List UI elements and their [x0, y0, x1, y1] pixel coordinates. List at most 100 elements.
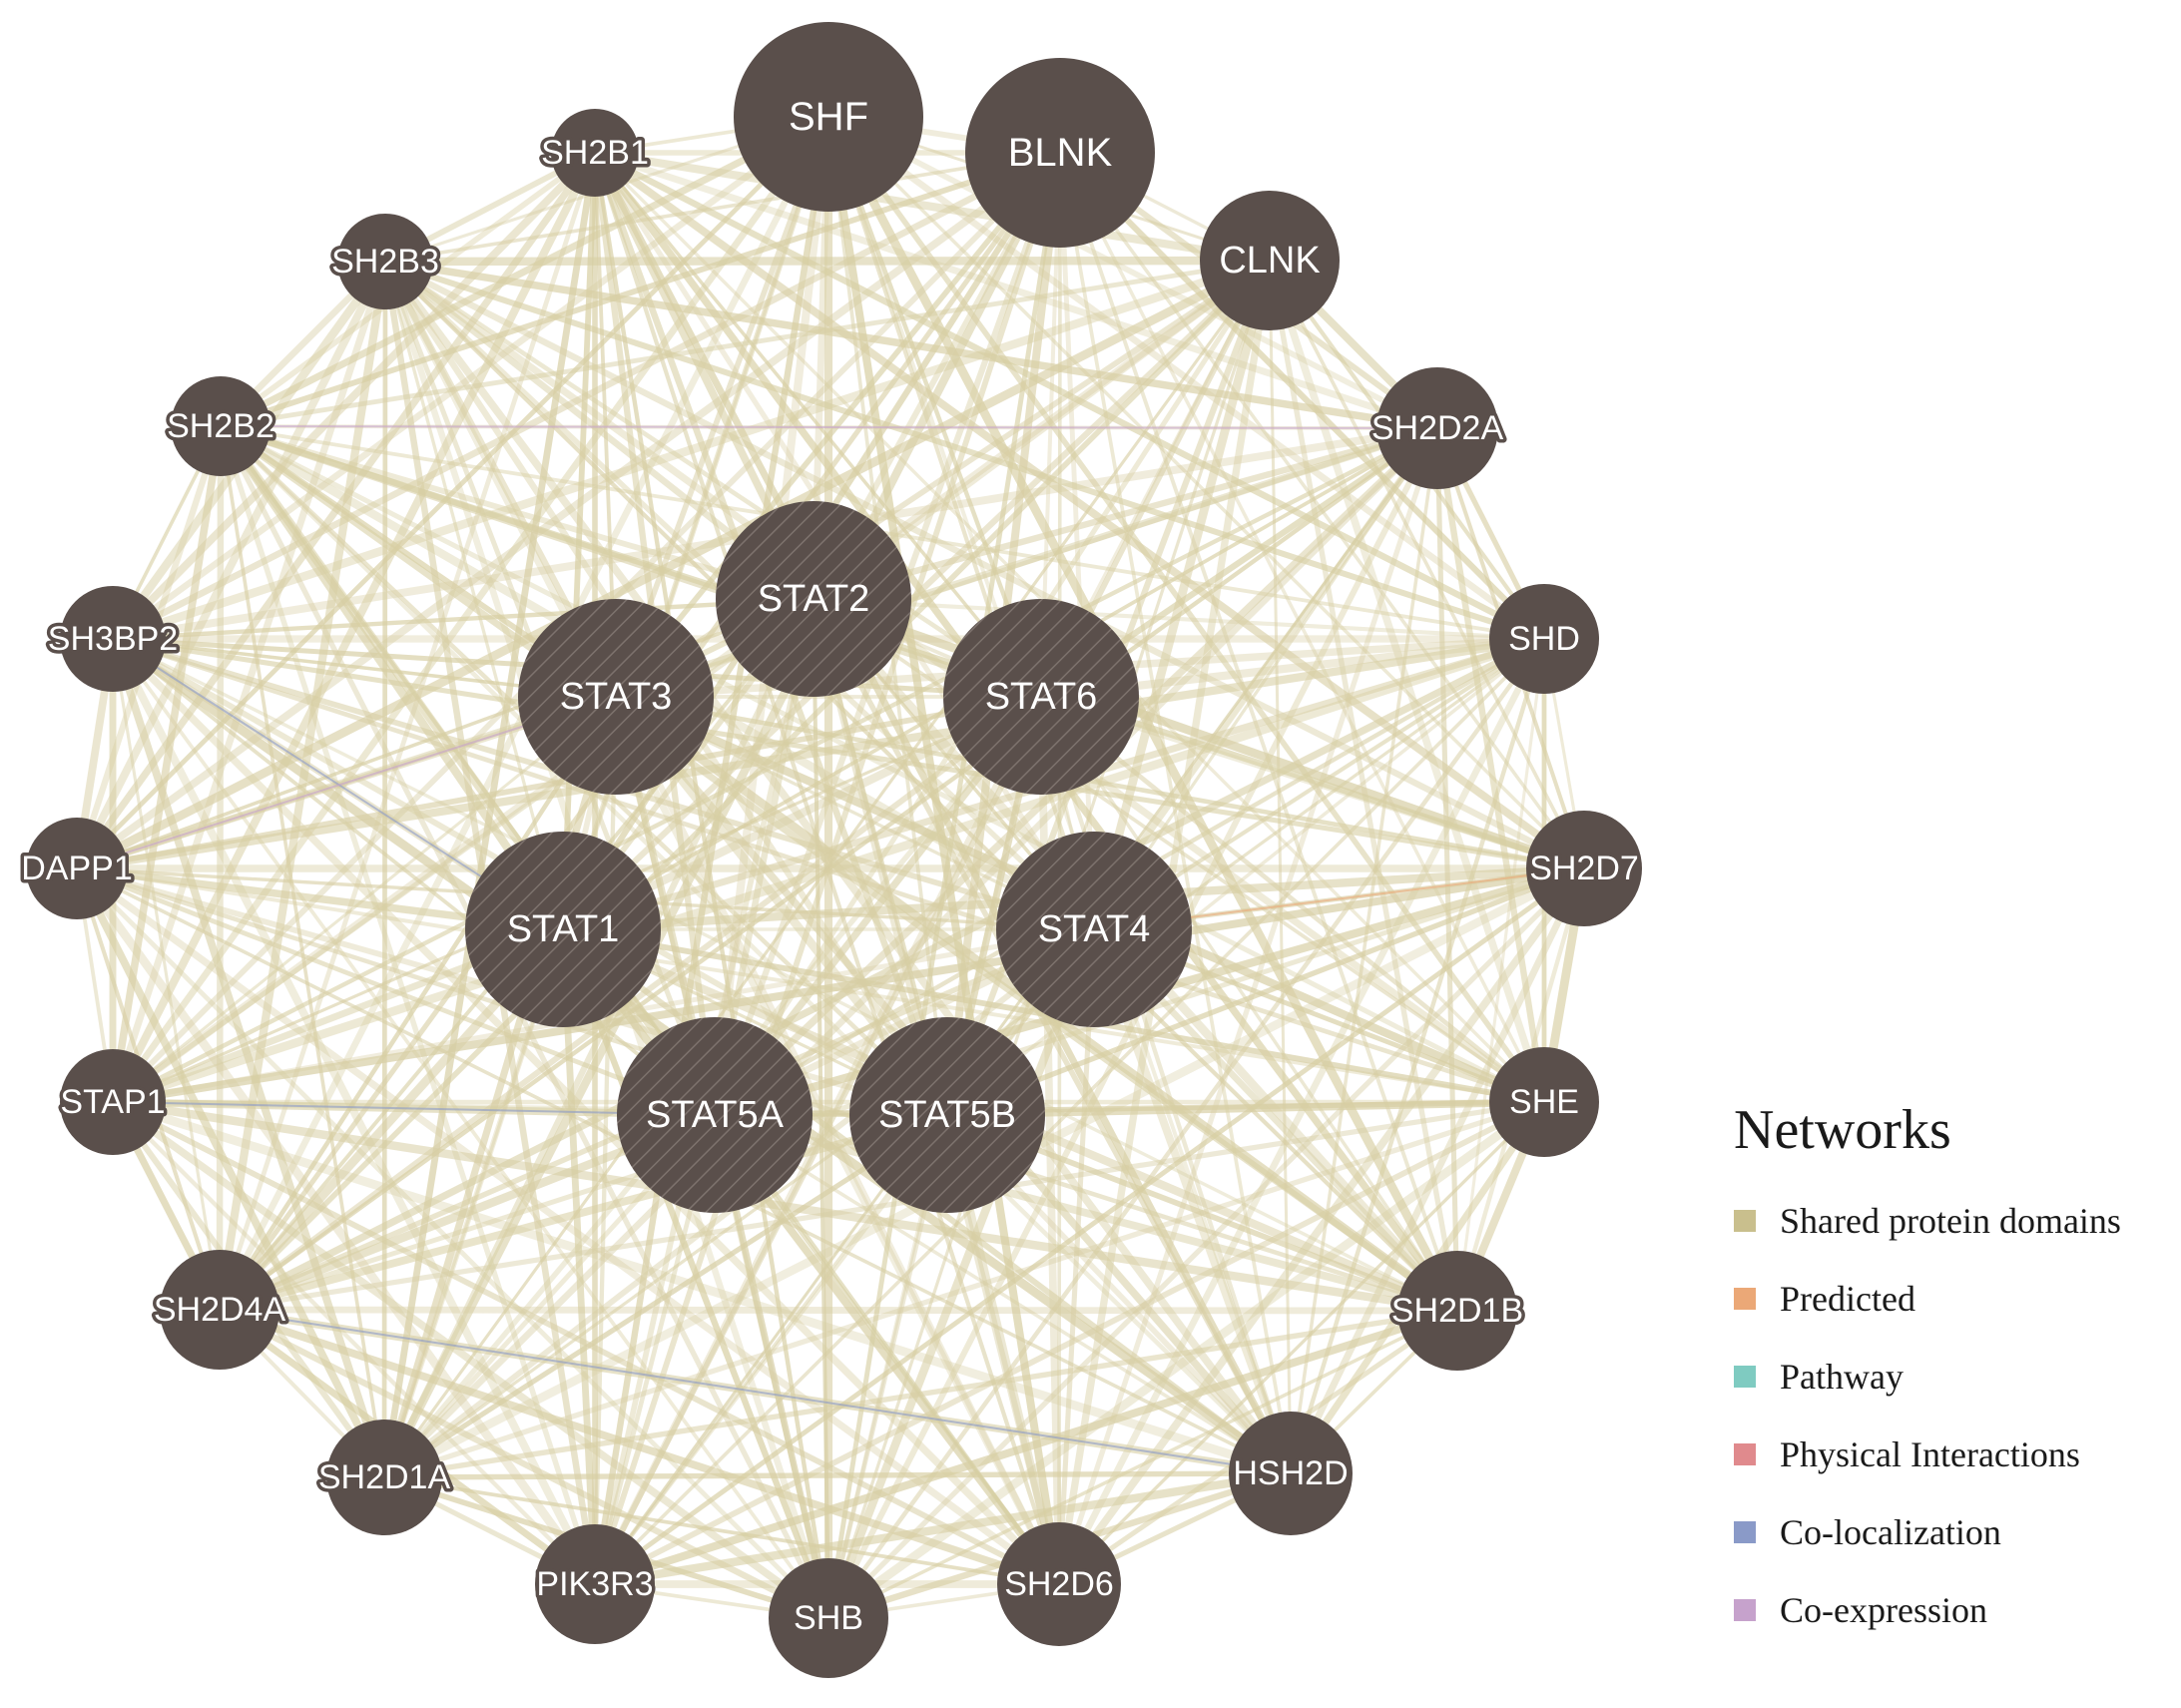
edge-stat1-sh2b3	[383, 261, 565, 930]
node-circle-sh2d1b	[1397, 1251, 1517, 1371]
edge-pik3r3-stap1	[111, 1100, 597, 1586]
edge-sh2d4a-sh2b1	[217, 152, 598, 1311]
legend-swatch-shared-protein-domains	[1734, 1210, 1756, 1232]
edge-shb-sh3bp2	[111, 637, 830, 1620]
node-circle-clnk	[1200, 191, 1340, 330]
edge-shd-sh2d1b	[1455, 638, 1546, 1312]
node-sh2d1a[interactable]: SH2D1A	[314, 1420, 454, 1535]
edge-shd-hsh2d	[1288, 638, 1547, 1474]
edge-sh2d2a-she	[1433, 427, 1548, 1103]
node-stat1[interactable]: STAT1	[465, 832, 661, 1027]
edge-sh2d6-sh2b1	[593, 152, 1061, 1585]
legend-item-co-expression: Co-expression	[1732, 1571, 2171, 1649]
edge-stap1-sh2b3	[109, 260, 389, 1104]
edge-stat3-sh2d1a	[380, 695, 620, 1479]
edge-sh2d1a-dapp1	[73, 866, 388, 1479]
node-label-sh2b3: SH2B3	[331, 243, 439, 281]
node-stat5a[interactable]: STAT5A	[617, 1017, 813, 1213]
edge-sh2d7-pik3r3	[593, 866, 1586, 1586]
node-pik3r3[interactable]: PIK3R3	[533, 1524, 657, 1644]
node-circle-sh2b1	[551, 109, 639, 197]
node-clnk[interactable]: CLNK	[1200, 191, 1340, 330]
legend-item-co-localization: Co-localization	[1732, 1493, 2171, 1571]
node-shd[interactable]: SHD	[1489, 584, 1599, 694]
legend-item-shared-protein-domains: Shared protein domains	[1732, 1182, 2171, 1260]
legend-label-pathway: Pathway	[1780, 1357, 1904, 1397]
node-label-sh2d4a: SH2D4A	[154, 1291, 286, 1329]
node-label-sh3bp2: SH3BP2	[48, 620, 178, 658]
edge-she-dapp1	[76, 866, 1545, 1104]
node-sh2b2[interactable]: SH2B2	[164, 376, 277, 476]
edge-clnk-sh2d7	[1268, 260, 1586, 869]
edge-shf-sh3bp2	[111, 114, 830, 642]
node-label-stat4: STAT4	[1038, 908, 1151, 950]
edge-stat6-sh2b1	[593, 151, 1043, 699]
node-sh2d6[interactable]: SH2D6	[997, 1522, 1121, 1646]
node-stat6[interactable]: STAT6	[943, 599, 1139, 795]
node-sh2d2a[interactable]: SH2D2A	[1367, 367, 1507, 489]
edge-clnk-sh2d4a	[218, 259, 1272, 1312]
node-stap1[interactable]: STAP1	[57, 1049, 169, 1155]
edge-blnk-dapp1	[74, 149, 1063, 872]
edge-stat5a-dapp1	[76, 865, 716, 1118]
node-sh3bp2[interactable]: SH3BP2	[44, 586, 182, 692]
legend-item-pathway: Pathway	[1732, 1338, 2171, 1416]
edge-shf-stap1	[110, 115, 831, 1104]
edge-stat3-sh2d4a	[218, 695, 618, 1312]
edge-sh2d1b-shb	[827, 1309, 1458, 1620]
edge-stat5b-she	[946, 1098, 1545, 1119]
edge-sh2d1a-sh3bp2	[109, 637, 388, 1479]
node-sh2d7[interactable]: SH2D7	[1526, 811, 1642, 926]
node-sh2d4a[interactable]: SH2D4A	[150, 1250, 289, 1370]
node-label-sh2d2a: SH2D2A	[1371, 409, 1504, 447]
edge-clnk-sh2d1b	[1267, 260, 1460, 1312]
edge-shf-sh2d1b	[824, 114, 1461, 1314]
legend-swatch-predicted	[1734, 1288, 1756, 1310]
edge-pik3r3-sh3bp2	[109, 637, 599, 1586]
node-hsh2d[interactable]: HSH2D	[1229, 1412, 1353, 1535]
node-circle-stat6	[943, 599, 1139, 795]
edge-shf-shd	[826, 114, 1546, 642]
edge-sh2d1b-sh2b3	[383, 260, 1459, 1313]
node-stat5b[interactable]: STAT5B	[849, 1017, 1045, 1213]
edge-hsh2d-sh2b3	[381, 259, 1295, 1476]
legend-item-predicted: Predicted	[1732, 1260, 2171, 1338]
node-sh2b1[interactable]: SH2B1	[538, 109, 652, 197]
node-circle-shf	[734, 22, 923, 212]
edge-stap1-sh2b1	[109, 151, 599, 1104]
node-shb[interactable]: SHB	[769, 1558, 888, 1678]
edge-stat2-sh2d2a	[813, 424, 1438, 603]
networks-legend: Networks Shared protein domains Predicte…	[1732, 1098, 2171, 1649]
edge-stat4-clnk	[1089, 259, 1275, 931]
node-stat2[interactable]: STAT2	[716, 501, 911, 697]
node-circle-sh2d2a	[1376, 367, 1498, 489]
edge-stat5a-sh3bp2	[111, 637, 717, 1117]
node-she[interactable]: SHE	[1489, 1047, 1599, 1157]
node-stat3[interactable]: STAT3	[518, 599, 714, 795]
edge-stat6-sh2d1b	[1039, 696, 1459, 1312]
edge-sh2d2a-sh2d1a	[381, 425, 1440, 1480]
node-sh2b3[interactable]: SH2B3	[328, 214, 442, 309]
edge-sh2d1b-sh2d4a	[219, 1306, 1458, 1315]
edge-clnk-pik3r3	[592, 259, 1273, 1586]
edge-stat5b-sh2d1a	[382, 1112, 949, 1480]
edge-sh2d7-shb	[826, 866, 1586, 1620]
node-label-sh2b1: SH2B1	[541, 134, 649, 172]
edge-clnk-dapp1	[75, 257, 1272, 872]
node-stat4[interactable]: STAT4	[996, 832, 1192, 1027]
edge-sh2d6-sh2d4a	[218, 1306, 1061, 1588]
node-circle-sh2b3	[337, 214, 433, 309]
edge-sh2d6-sh2d1a	[383, 1475, 1060, 1586]
edge-sh2d1b-sh3bp2	[112, 637, 1458, 1313]
node-label-dapp1: DAPP1	[21, 850, 133, 887]
node-dapp1[interactable]: DAPP1	[18, 818, 136, 919]
edge-shb-dapp1	[75, 866, 830, 1620]
legend-label-predicted: Predicted	[1780, 1279, 1915, 1319]
node-blnk[interactable]: BLNK	[965, 58, 1155, 248]
node-shf[interactable]: SHF	[734, 22, 923, 212]
edge-sh2d6-sh2b3	[381, 260, 1063, 1586]
node-sh2d1b[interactable]: SH2D1B	[1387, 1251, 1527, 1371]
edge-shd-sh2d4a	[218, 635, 1546, 1314]
legend-swatch-pathway	[1734, 1366, 1756, 1388]
